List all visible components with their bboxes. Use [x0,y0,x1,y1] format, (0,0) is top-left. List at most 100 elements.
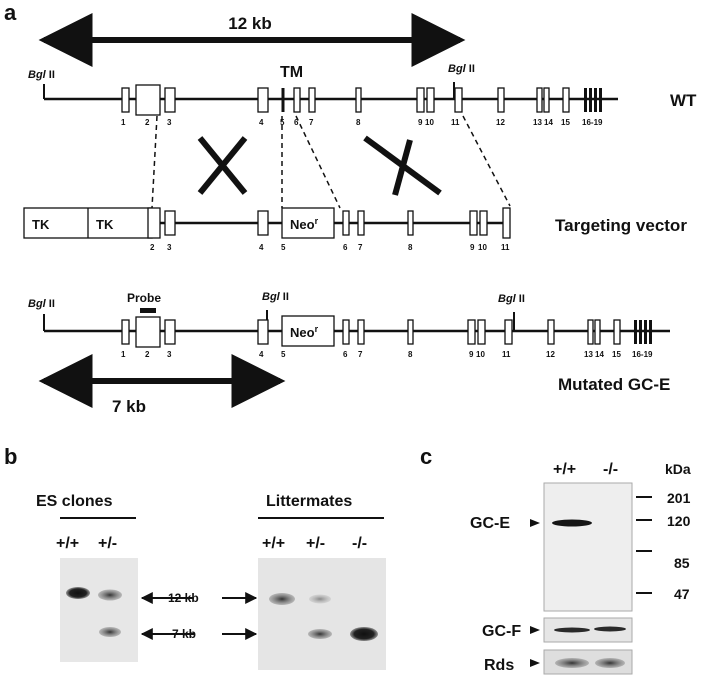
vector-exon-number: 5 [281,243,286,252]
wt-exon-13 [536,87,543,113]
es-clones-title: ES clones [36,493,113,510]
panel-c: c +/+ -/- kDa 201 120 85 47 GC-E GC-F Rd… [420,444,691,675]
es-band-het-12kb [98,589,122,601]
es-band-wt-12kb [66,587,90,599]
mutant-exon-number: 12 [546,350,555,359]
marker-120: 120 [667,513,691,529]
tm-label: TM [280,64,303,81]
vector-exon-3 [164,210,176,236]
wt-exon-number: 7 [309,118,314,127]
gce-western-blot [543,482,633,612]
mutated-gce-label: Mutated GC-E [558,375,670,394]
mutant-exon-14 [594,319,601,345]
mutant-exon-13 [587,319,594,345]
mutant-exon-number: 16-19 [632,350,653,359]
tk-label-1: TK [32,217,50,232]
mutant-neo-label: Neor [290,324,319,340]
vector-exon-2 [147,207,161,239]
probe-label: Probe [127,291,161,305]
mutant-exon-number: 14 [595,350,604,359]
wt-exon-15 [562,87,570,113]
vector-exon-number: 9 [470,243,475,252]
es-blot [60,558,138,662]
wt-exon-19 [599,88,602,112]
litter-genotype-wt: +/+ [262,535,285,552]
rds-band-ko [595,658,625,668]
kda-label: kDa [665,461,691,477]
mutant-exon-18 [644,320,647,344]
litter-band-wt-12kb [269,593,295,605]
mutant-exon-number: 1 [121,350,126,359]
panel-b: b ES clones +/+ +/- Littermates +/+ +/- … [4,444,386,670]
vector-exon-7 [357,210,365,236]
litter-genotype-het: +/- [306,535,325,552]
wt-exon-4 [257,87,269,113]
wt-exon-number: 5 [280,118,285,127]
tk-label-2: TK [96,217,114,232]
recombination-marks [151,115,511,209]
targeting-vector-label: Targeting vector [555,216,687,235]
mutant-exon-12 [547,319,555,345]
wt-exon-number: 11 [451,118,460,127]
wt-exon-number: 14 [544,118,553,127]
es-band-het-7kb [99,627,121,637]
mutant-exon-number: 6 [343,350,348,359]
vector-exon-9 [469,210,478,236]
wt-exon-18 [594,88,597,112]
wt-exon-2 [135,84,161,116]
marker-85: 85 [674,555,690,571]
c-genotype-ko: -/- [603,461,618,478]
littermates-blot [258,558,386,670]
mutant-exon-number: 7 [358,350,363,359]
wt-exon-number: 4 [259,118,264,127]
mutant-exon-number: 9 [469,350,474,359]
mutant-exon-number: 10 [476,350,485,359]
es-genotype-wt: +/+ [56,535,79,552]
mutant-exon-number: 13 [584,350,593,359]
litter-band-het-12kb [309,594,331,604]
marker-201: 201 [667,490,691,506]
gcf-label: GC-F [482,623,521,640]
wt-exon-number: 10 [425,118,434,127]
vector-exon-11 [502,207,511,239]
size-label-12kb: 12 kb [168,591,199,605]
wt-allele: Bgl II Bgl II TM WT 1 2 3 [28,63,697,127]
wt-exon-7 [308,87,316,113]
mutant-exon-16 [634,320,637,344]
wt-exon-1 [121,87,130,113]
panel-a: a 12 kb Bgl II Bgl II TM WT [4,0,697,416]
mutant-exon-1 [121,319,130,345]
size-label-7kb: 7 kb [172,627,196,641]
vector-exon-number: 4 [259,243,264,252]
wt-exon-10 [426,87,435,113]
gce-band-wt [552,519,592,527]
wt-exon-16 [584,88,587,112]
vector-exon-8 [407,210,414,236]
mutant-exon-8 [407,319,414,345]
gcf-band-wt [554,627,590,633]
wt-exon-8 [355,87,362,113]
wt-exon-number: 15 [561,118,570,127]
wt-exon-6 [293,87,301,113]
mutant-exon-number: 4 [259,350,264,359]
targeting-vector: TK TK Neor 2 3 4 5 6 7 8 9 10 11 Targeti… [23,207,687,252]
distance-label-12kb: 12 kb [228,14,271,33]
mutant-bgl-label-2: Bgl II [262,291,289,303]
c-genotype-wt: +/+ [553,461,576,478]
vector-exon-number: 10 [478,243,487,252]
mutant-exon-number: 3 [167,350,172,359]
littermates-title: Littermates [266,493,352,510]
vector-exon-number: 7 [358,243,363,252]
wt-exon-number: 12 [496,118,505,127]
vector-exon-number: 6 [343,243,348,252]
mutant-exon-15 [613,319,621,345]
wt-exon-3 [164,87,176,113]
distance-label-7kb: 7 kb [112,397,146,416]
litter-genotype-ko: -/- [352,535,367,552]
mutant-exon-number: 11 [502,350,511,359]
panel-a-label: a [4,0,17,25]
wt-exon-number: 2 [145,118,150,127]
wt-exon-number: 1 [121,118,126,127]
wt-label: WT [670,91,697,110]
